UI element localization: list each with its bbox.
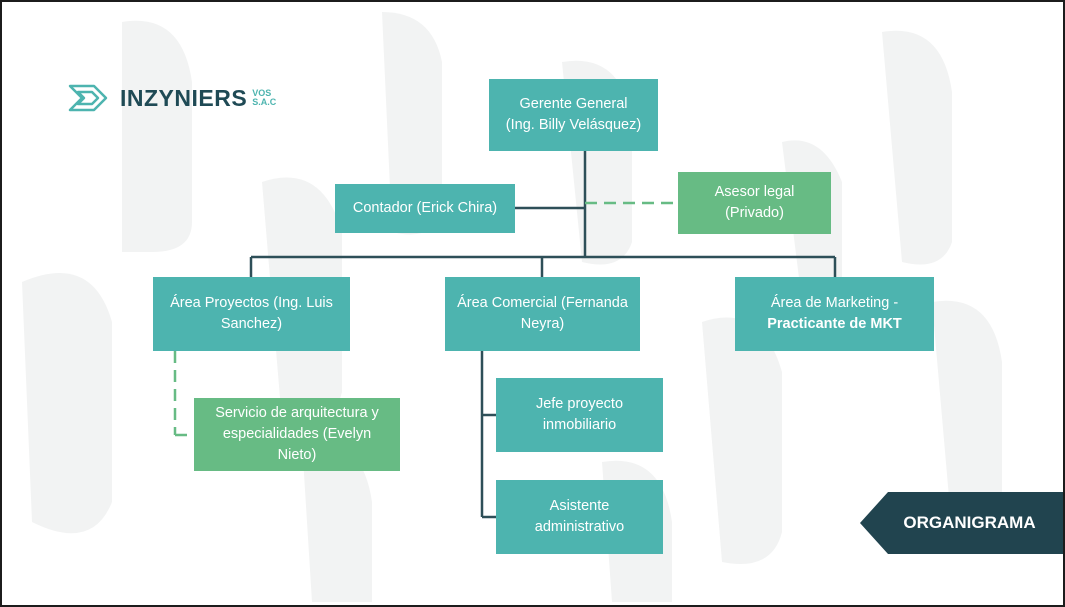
- gerente-line-1: Gerente General: [519, 96, 628, 112]
- proyectos-line-1: Área Proyectos (Ing. Luis: [170, 295, 333, 311]
- box-area-marketing: Área de Marketing - Practicante de MKT: [735, 277, 934, 351]
- box-asistente-administrativo: Asistente administrativo: [496, 480, 663, 554]
- box-asesor-legal: Asesor legal (Privado): [678, 172, 831, 234]
- company-logo: INZYNIERS VOS S.A.C: [64, 76, 276, 120]
- jefe-line-2: inmobiliario: [542, 417, 617, 433]
- box-area-proyectos: Área Proyectos (Ing. Luis Sanchez): [153, 277, 350, 351]
- comercial-line-1: Área Comercial (Fernanda: [457, 295, 628, 311]
- asistente-line-2: administrativo: [534, 519, 625, 535]
- comercial-line-2: Neyra): [520, 316, 565, 332]
- logo-suffix-top: VOS: [252, 88, 272, 98]
- logo-suffix-bottom: S.A.C: [252, 97, 277, 107]
- marketing-line-2: Practicante de MKT: [767, 316, 902, 332]
- servicio-line-3: Nieto): [277, 447, 317, 463]
- logo-name: INZYNIERS: [120, 84, 248, 111]
- inzyniers-logo-icon: [68, 84, 108, 112]
- box-jefe-proyecto: Jefe proyecto inmobiliario: [496, 378, 663, 452]
- marketing-line-1: Área de Marketing -: [770, 295, 899, 311]
- box-area-comercial: Área Comercial (Fernanda Neyra): [445, 277, 640, 351]
- asistente-line-1: Asistente: [549, 498, 610, 514]
- jefe-line-1: Jefe proyecto: [535, 396, 624, 412]
- organigrama-tag: ORGANIGRAMA: [860, 492, 1063, 554]
- logo-suffix: VOS S.A.C: [252, 89, 276, 107]
- contador-line-1: Contador (Erick Chira): [352, 200, 498, 216]
- servicio-line-2: especialidades (Evelyn: [222, 426, 372, 442]
- box-contador: Contador (Erick Chira): [335, 184, 515, 233]
- proyectos-line-2: Sanchez): [220, 316, 283, 332]
- box-servicio-arquitectura: Servicio de arquitectura y especialidade…: [194, 398, 400, 471]
- servicio-line-1: Servicio de arquitectura y: [215, 405, 379, 421]
- box-gerente-general: Gerente General (Ing. Billy Velásquez): [489, 79, 658, 151]
- asesor-line-2: (Privado): [725, 205, 784, 221]
- asesor-line-1: Asesor legal: [714, 184, 795, 200]
- gerente-line-2: (Ing. Billy Velásquez): [505, 117, 642, 133]
